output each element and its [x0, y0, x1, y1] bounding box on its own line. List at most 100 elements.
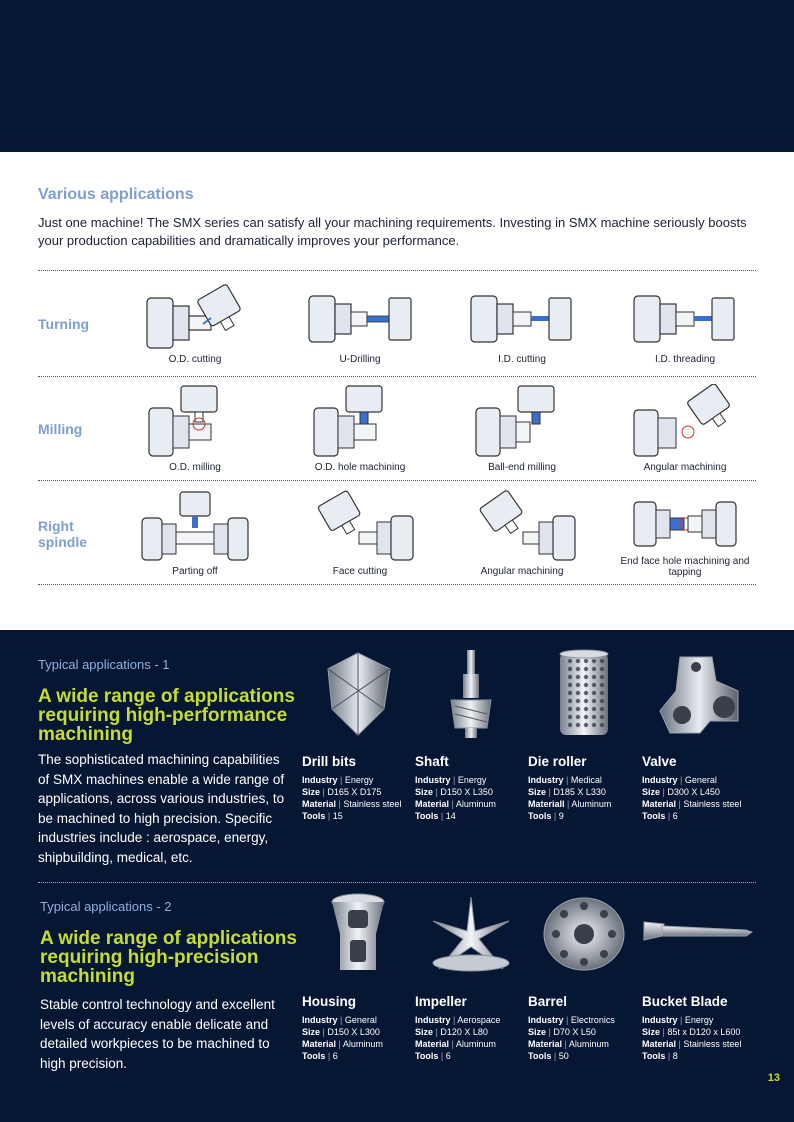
spec-industry: Industry | Energy [415, 775, 487, 785]
row-label-right-spindle: Right spindle [38, 518, 88, 550]
divider [38, 882, 756, 883]
machining-diagram-icon [141, 491, 249, 561]
divider [38, 584, 756, 585]
caption: Ball-end milling [488, 462, 556, 473]
spec-material: Materiall | Aluminum [528, 799, 612, 809]
product-name: Drill bits [302, 754, 357, 769]
diagram-parting-off: Parting off [125, 490, 265, 577]
page-number: 13 [767, 1072, 780, 1084]
header-band [0, 0, 794, 152]
product-shaft: Shaft Industry | Energy Size | D150 X L3… [415, 648, 527, 822]
impeller-image [415, 888, 527, 980]
section-intro: Just one machine! The SMX series can sat… [38, 215, 747, 248]
diagram-od-hole-machining: O.D. hole machining [290, 384, 430, 473]
product-bucket-blade: Bucket Blade Industry | Energy Size | 85… [642, 888, 754, 1062]
caption: O.D. cutting [168, 354, 222, 365]
diagram-od-milling: O.D. milling [125, 384, 265, 473]
spec-industry: Industry | Energy [302, 775, 374, 785]
diagram-od-cutting: O.D. cutting [125, 282, 265, 365]
caption: O.D. milling [169, 462, 221, 473]
product-housing: Housing Industry | General Size | D150 X… [302, 888, 414, 1062]
product-name: Impeller [415, 994, 467, 1009]
product-impeller: Impeller Industry | Aerospace Size | D12… [415, 888, 527, 1062]
diagram-id-cutting: I.D. cutting [452, 282, 592, 365]
spec-size: Size | D120 X L80 [415, 1027, 488, 1037]
spec-tools: Tools | 50 [528, 1051, 569, 1061]
bucket-blade-image [642, 888, 754, 980]
product-valve: Valve Industry | General Size | D300 X L… [642, 648, 754, 822]
spec-industry: Industry | Energy [642, 1015, 714, 1025]
divider [38, 376, 756, 377]
spec-material: Material | Stainless steel [302, 799, 402, 809]
product-drill-bits: Drill bits Industry | Energy Size | D165… [302, 648, 414, 822]
caption: I.D. cutting [498, 354, 546, 365]
machining-diagram-icon [308, 295, 412, 343]
product-barrel: Barrel Industry | Electronics Size | D70… [528, 888, 640, 1062]
spec-tools: Tools | 6 [302, 1051, 338, 1061]
machining-diagram-icon [479, 490, 576, 561]
spec-material: Material | Stainless steel [642, 799, 742, 809]
diagram-end-face-hole: End face hole machining and tapping [615, 490, 755, 578]
spec-size: Size | D150 X L300 [302, 1027, 380, 1037]
caption: U-Drilling [339, 354, 381, 365]
product-name: Bucket Blade [642, 994, 728, 1009]
product-name: Shaft [415, 754, 449, 769]
barrel-image [528, 888, 640, 980]
machining-diagram-icon [317, 490, 414, 561]
product-name: Barrel [528, 994, 568, 1009]
valve-image [642, 648, 754, 740]
spec-material: Material | Stainless steel [642, 1039, 742, 1049]
machining-diagram-icon [470, 295, 572, 343]
section-heading: A wide range of applications requiring h… [38, 686, 295, 745]
spec-tools: Tools | 9 [528, 811, 564, 821]
drill-bit-image [302, 648, 414, 740]
section-title: Various applications [38, 186, 194, 203]
diagram-id-threading: I.D. threading [615, 282, 755, 365]
product-name: Die roller [528, 754, 587, 769]
product-name: Housing [302, 994, 356, 1009]
caption: Angular machining [643, 462, 727, 473]
caption: End face hole machining and tapping [620, 556, 750, 578]
spec-size: Size | D165 X D175 [302, 787, 382, 797]
spec-tools: Tools | 8 [642, 1051, 678, 1061]
row-label-turning: Turning [38, 316, 90, 332]
section-heading: A wide range of applications requiring h… [40, 928, 297, 987]
caption: Face cutting [332, 566, 388, 577]
spec-industry: Industry | Electronics [528, 1015, 615, 1025]
machining-diagram-icon [475, 385, 555, 457]
various-applications-section: Various applications Just one machine! T… [38, 186, 758, 250]
machining-diagram-icon [148, 385, 218, 457]
diagram-u-drilling: U-Drilling [290, 282, 430, 365]
section-kicker: Typical applications - 1 [38, 657, 170, 672]
diagram-face-cutting: Face cutting [290, 490, 430, 577]
spec-industry: Industry | Medical [528, 775, 602, 785]
spec-material: Material | Aluminum [415, 799, 496, 809]
product-name: Valve [642, 754, 677, 769]
spec-industry: Industry | General [642, 775, 717, 785]
row-label-milling: Milling [38, 421, 83, 437]
diagram-ball-end-milling: Ball-end milling [452, 384, 592, 473]
diagram-angular-machining: Angular machining [615, 384, 755, 473]
caption: Parting off [172, 566, 218, 577]
housing-image [302, 888, 414, 980]
spec-industry: Industry | General [302, 1015, 377, 1025]
machining-diagram-icon [633, 384, 730, 457]
die-roller-image [528, 648, 640, 740]
section-description: The sophisticated machining capabilities… [38, 752, 285, 865]
spec-size: Size | D300 X L450 [642, 787, 720, 797]
caption: Angular machining [480, 566, 564, 577]
spec-tools: Tools | 15 [302, 811, 343, 821]
spec-material: Material | Aluminum [415, 1039, 496, 1049]
spec-size: Size | D185 X L330 [528, 787, 606, 797]
product-die-roller: Die roller Industry | Medical Size | D18… [528, 648, 640, 822]
machining-diagram-icon [313, 385, 383, 457]
shaft-image [415, 648, 527, 740]
machining-diagram-icon [633, 501, 737, 547]
spec-material: Material | Aluminum [528, 1039, 609, 1049]
spec-size: Size | D150 X L350 [415, 787, 493, 797]
diagram-angular-machining-right: Angular machining [452, 490, 592, 577]
divider [38, 480, 756, 481]
spec-material: Material | Aluminum [302, 1039, 383, 1049]
divider [38, 270, 756, 271]
section-kicker: Typical applications - 2 [40, 899, 172, 914]
